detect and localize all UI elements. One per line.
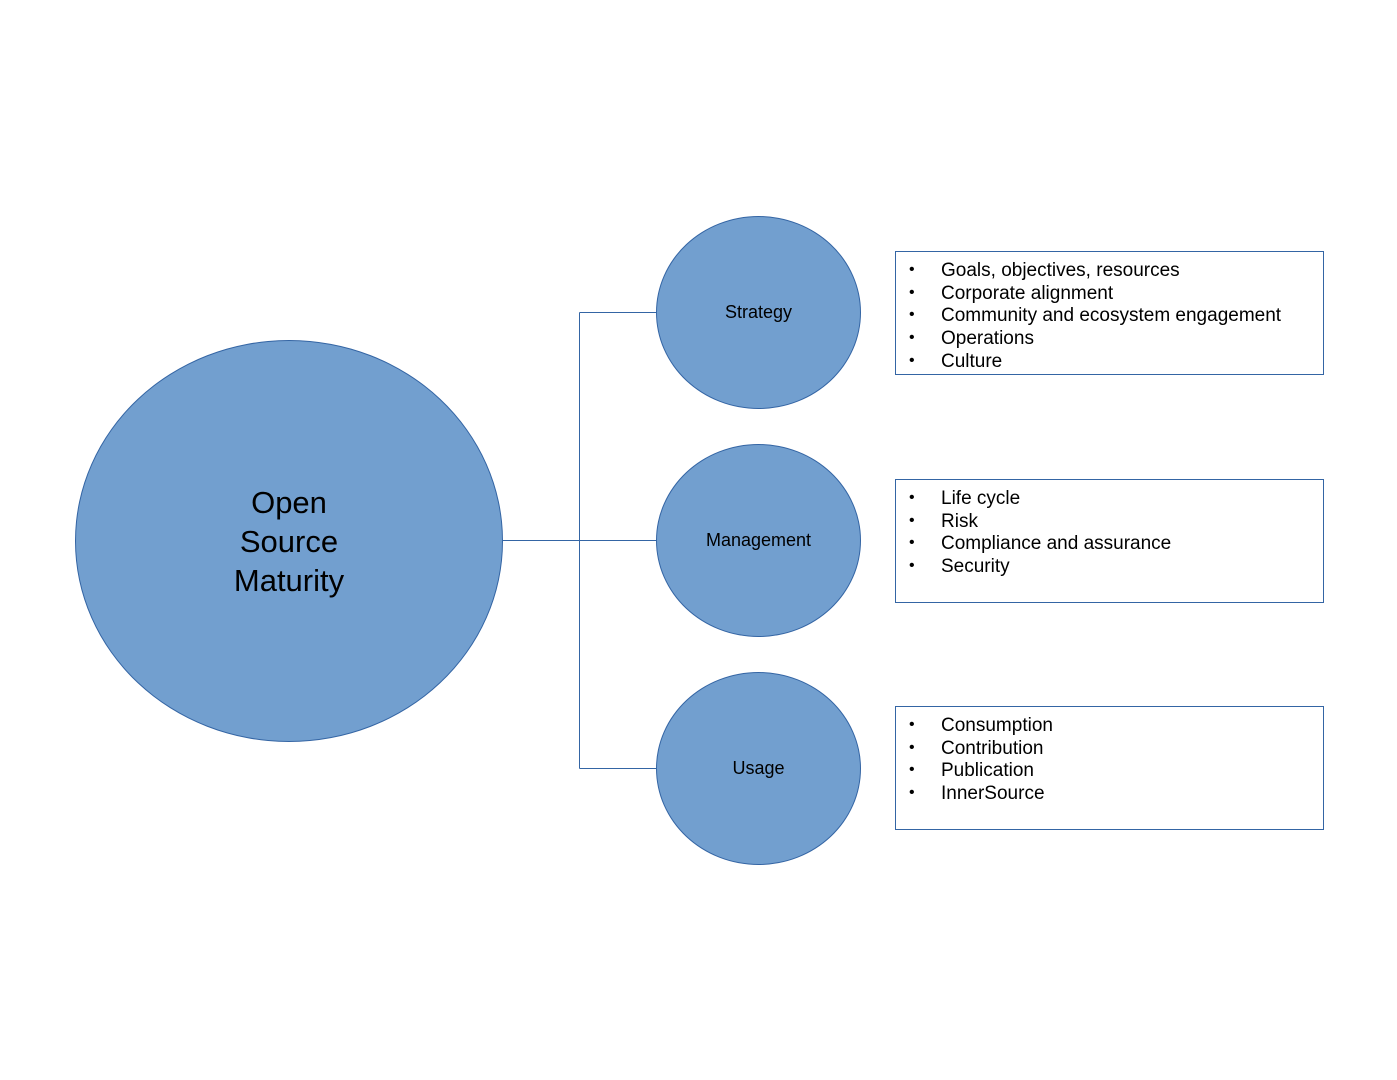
bullet-list: Life cycle Risk Compliance and assurance… bbox=[896, 480, 1323, 579]
list-item: Consumption bbox=[896, 714, 1323, 738]
branch-box-strategy: Goals, objectives, resources Corporate a… bbox=[895, 251, 1324, 375]
center-node-label: Open Source Maturity bbox=[233, 484, 345, 598]
branch-node-label: Usage bbox=[732, 758, 785, 778]
list-item: Operations bbox=[896, 327, 1323, 351]
list-item: Compliance and assurance bbox=[896, 532, 1323, 556]
list-item: Risk bbox=[896, 510, 1323, 534]
branch-node-label: Strategy bbox=[724, 302, 793, 322]
list-item: Goals, objectives, resources bbox=[896, 259, 1323, 283]
list-item: Community and ecosystem engagement bbox=[896, 304, 1323, 328]
list-item: InnerSource bbox=[896, 782, 1323, 806]
branch-box-management: Life cycle Risk Compliance and assurance… bbox=[895, 479, 1324, 603]
list-item: Life cycle bbox=[896, 487, 1323, 511]
branch-node-label: Management bbox=[705, 530, 812, 550]
list-item: Corporate alignment bbox=[896, 282, 1323, 306]
bullet-list: Consumption Contribution Publication Inn… bbox=[896, 707, 1323, 806]
list-item: Publication bbox=[896, 759, 1323, 783]
branch-node-management: Management bbox=[656, 444, 861, 637]
list-item: Culture bbox=[896, 350, 1323, 374]
branch-node-strategy: Strategy bbox=[656, 216, 861, 409]
list-item: Contribution bbox=[896, 737, 1323, 761]
center-node-open-source-maturity: Open Source Maturity bbox=[75, 340, 503, 742]
branch-node-usage: Usage bbox=[656, 672, 861, 865]
bullet-list: Goals, objectives, resources Corporate a… bbox=[896, 252, 1323, 374]
branch-box-usage: Consumption Contribution Publication Inn… bbox=[895, 706, 1324, 830]
list-item: Security bbox=[896, 555, 1323, 579]
